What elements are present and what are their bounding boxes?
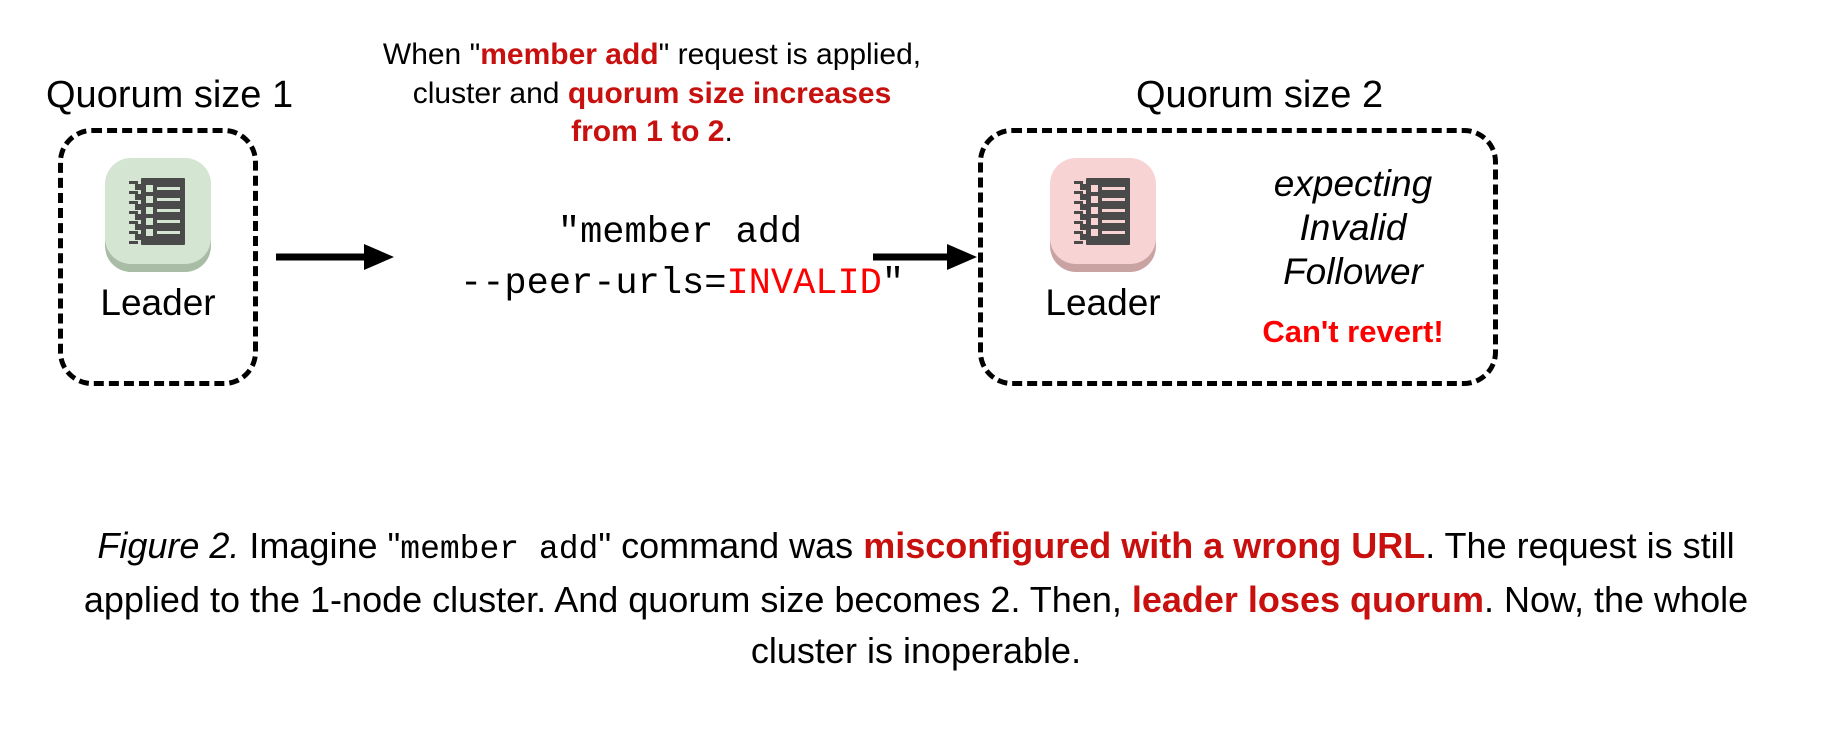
command-line-2: --peer-urls=INVALID": [460, 259, 904, 310]
top-note-line-1: When "member add" request is applied,: [340, 36, 964, 75]
right-node-label: Leader: [1045, 282, 1161, 323]
top-note-l3-highlight: from 1 to 2: [571, 115, 725, 149]
top-note-line-3: from 1 to 2.: [340, 113, 964, 152]
cant-revert-warning: Can't revert!: [1262, 314, 1444, 350]
right-cluster-status: expecting Invalid Follower Can't revert!: [1222, 162, 1484, 350]
top-note-l2-highlight: quorum size increases: [567, 76, 892, 110]
caption-highlight-2: leader loses quorum: [1131, 578, 1484, 620]
caption-text-3: . The request is still applied to the 1-…: [83, 525, 1735, 620]
figure-caption-label: Figure 2.: [97, 525, 240, 566]
top-note-l1-text-a: When ": [382, 38, 481, 71]
command-flag: --peer-urls=: [460, 263, 727, 306]
top-note-l1-text-c: " request is applied,: [658, 38, 922, 71]
server-icon: [1074, 178, 1130, 245]
command-close-quote: ": [881, 263, 905, 306]
caption-text-1: Imagine ": [239, 525, 401, 566]
figure-caption: Figure 2. Imagine "member add" command w…: [60, 520, 1772, 676]
command-text: "member add --peer-urls=INVALID": [460, 208, 904, 310]
top-note-l3-period: .: [724, 115, 733, 149]
top-annotation-note: When "member add" request is applied, cl…: [340, 36, 964, 152]
arrow-right-icon-1: [276, 240, 394, 274]
top-note-l2-text-a: cluster and: [412, 76, 568, 110]
caption-text-4: . Now, the whole cluster is inoperable.: [750, 578, 1749, 671]
right-cluster-node: Leader: [1028, 152, 1178, 321]
caption-highlight-1: misconfigured with a wrong URL: [863, 525, 1426, 566]
left-cluster-node: Leader: [83, 152, 233, 321]
command-line-1: "member add: [557, 212, 803, 254]
command-invalid-value: INVALID: [726, 263, 882, 306]
left-node-icon-wrap: [99, 152, 217, 274]
server-icon: [129, 178, 185, 245]
right-cluster-title: Quorum size 2: [1136, 74, 1384, 116]
right-node-icon-wrap: [1044, 152, 1162, 274]
arrow-right-icon-2: [873, 240, 977, 274]
right-cluster-box: [978, 128, 1498, 386]
caption-text-2: " command was: [598, 525, 864, 566]
status-line-1: expecting: [1273, 163, 1433, 204]
left-node-label: Leader: [100, 282, 216, 323]
top-note-line-2: cluster and quorum size increases: [340, 75, 964, 114]
status-line-3: Follower: [1283, 251, 1423, 293]
left-cluster-box: [58, 128, 258, 386]
status-line-2: Invalid: [1299, 207, 1407, 249]
caption-mono-command: member add: [400, 531, 599, 568]
top-note-l1-highlight: member add: [480, 38, 659, 71]
left-cluster-title: Quorum size 1: [46, 74, 294, 116]
